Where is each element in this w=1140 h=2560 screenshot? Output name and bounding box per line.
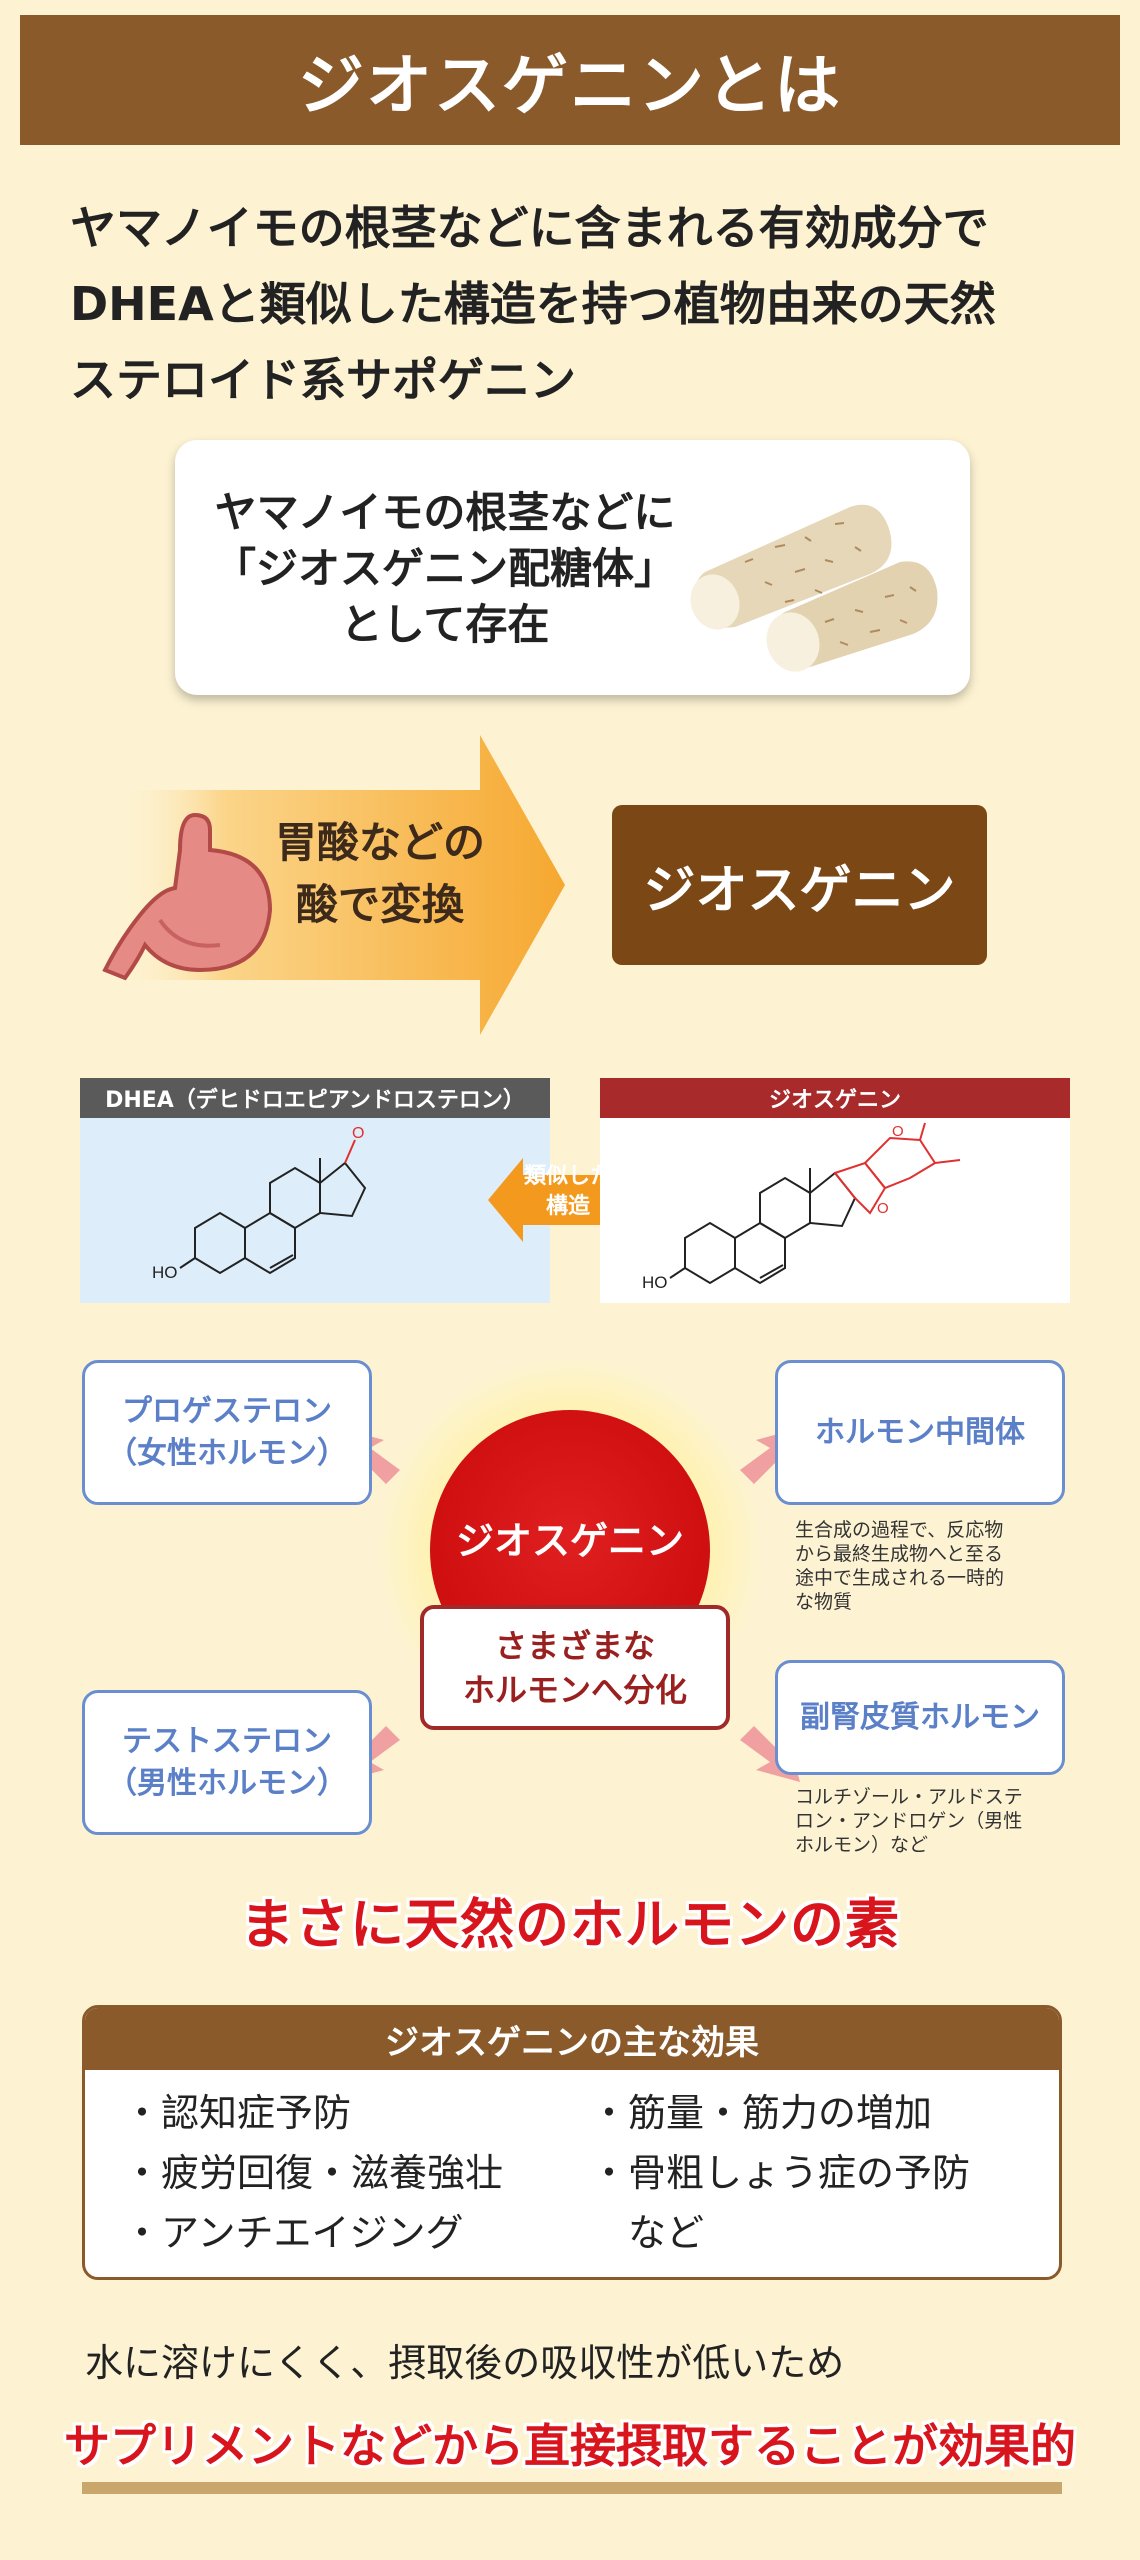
stomach-icon: [102, 812, 273, 981]
dhea-o-label: O: [352, 1125, 364, 1142]
similar-line-2: 構造: [545, 1194, 590, 1219]
adrenal-note-line: コルチゾール・アルドステ: [795, 1786, 1023, 1808]
testosterone-line-1: テストステロン: [122, 1723, 332, 1759]
adrenal-note-line: ホルモン）など: [795, 1834, 929, 1856]
page-title: ジオスゲニンとは: [298, 47, 842, 124]
yam-card-text: ヤマノイモの根茎などに 「ジオスゲニン配糖体」 として存在: [195, 485, 695, 653]
dhea-structure-body: O HO: [80, 1118, 550, 1303]
intro-text: ヤマノイモの根茎などに含まれる有効成分で DHEAと類似した構造を持つ植物由来の…: [70, 190, 1090, 418]
tagline: まさに天然のホルモンの素: [240, 1893, 900, 1956]
yam-line-3: として存在: [340, 600, 550, 649]
yam-root-image: [690, 504, 938, 672]
bottom-divider: [82, 2482, 1062, 2494]
dhea-ho-label: HO: [152, 1263, 178, 1282]
testosterone-box: テストステロン （男性ホルモン）: [82, 1690, 372, 1835]
diosgenin-title: ジオスゲニン: [600, 1078, 1070, 1118]
diosgenin-structure-body: O O HO: [600, 1118, 1070, 1303]
yam-card: ヤマノイモの根茎などに 「ジオスゲニン配糖体」 として存在: [175, 440, 970, 695]
diff-line-2: ホルモンへ分化: [462, 1670, 687, 1709]
yam-line-2: 「ジオスゲニン配糖体」: [213, 544, 676, 593]
testosterone-line-2: （男性ホルモン）: [107, 1765, 347, 1801]
progesterone-line-1: プロゲステロン: [122, 1393, 332, 1429]
effect-item: ・骨粗しょう症の予防: [590, 2151, 971, 2195]
supplement-highlight: サプリメントなどから直接摂取することが効果的: [64, 2419, 1076, 2473]
differentiation-box: さまざまな ホルモンへ分化: [420, 1605, 730, 1730]
intermediate-box: ホルモン中間体: [775, 1360, 1065, 1505]
effect-item: ・アンチエイジング: [123, 2211, 464, 2255]
conversion-line-1: 胃酸などの: [274, 818, 485, 867]
intermediate-note-line: 生合成の過程で、反応物: [795, 1519, 1004, 1541]
diosgenin-structure-panel: ジオスゲニン O: [600, 1078, 1070, 1303]
diosgenin-o-label-top: O: [892, 1123, 904, 1140]
diff-line-1: さまざまな: [494, 1626, 655, 1665]
intermediate-note-line: から最終生成物へと至る: [795, 1543, 1004, 1565]
effect-item: など: [590, 2211, 705, 2255]
effect-item: ・認知症予防: [123, 2091, 352, 2135]
effect-item: ・筋量・筋力の増加: [590, 2091, 933, 2135]
intro-line-2: DHEAと類似した構造を持つ植物由来の天然: [70, 277, 996, 331]
title-bar: ジオスゲニンとは: [20, 15, 1120, 145]
adrenal-note: コルチゾール・アルドステ ロン・アンドロゲン（男性 ホルモン）など: [795, 1785, 1023, 1857]
adrenal-note-line: ロン・アンドロゲン（男性: [795, 1810, 1023, 1832]
similar-label: 類似した 構造: [488, 1162, 648, 1222]
intermediate-note-line: 途中で生成される一時的: [795, 1567, 1005, 1589]
progesterone-box: プロゲステロン （女性ホルモン）: [82, 1360, 372, 1505]
effect-item: ・疲労回復・滋養強壮: [123, 2151, 504, 2195]
result-label: ジオスゲニン: [643, 860, 956, 921]
conversion-text: 胃酸などの 酸で変換: [255, 812, 505, 936]
intro-line-1: ヤマノイモの根茎などに含まれる有効成分で: [70, 201, 989, 255]
progesterone-line-2: （女性ホルモン）: [107, 1435, 347, 1471]
dhea-structure-panel: DHEA（デヒドロエピアンドロステロン） O HO: [80, 1078, 550, 1303]
intermediate-note: 生合成の過程で、反応物 から最終生成物へと至る 途中で生成される一時的 な物質: [795, 1518, 1004, 1614]
adrenal-box: 副腎皮質ホルモン: [775, 1660, 1065, 1775]
dhea-molecule-icon: O HO: [152, 1125, 367, 1282]
intermediate-label: ホルモン中間体: [815, 1414, 1025, 1450]
absorption-note: 水に溶けにくく、摂取後の吸収性が低いため: [85, 2341, 845, 2385]
effects-card: ジオスゲニンの主な効果 ・認知症予防 ・疲労回復・滋養強壮 ・アンチエイジング …: [82, 2005, 1062, 2280]
diosgenin-ho-label: HO: [642, 1273, 668, 1292]
yam-line-1: ヤマノイモの根茎などに: [214, 488, 676, 537]
diosgenin-molecule-icon: O O HO: [642, 1122, 961, 1292]
conversion-line-2: 酸で変換: [295, 880, 464, 929]
dhea-title: DHEA（デヒドロエピアンドロステロン）: [80, 1078, 550, 1118]
center-label: ジオスゲニン: [455, 1519, 684, 1563]
diosgenin-o-label-bottom: O: [877, 1200, 889, 1217]
effects-title: ジオスゲニンの主な効果: [85, 2008, 1059, 2070]
adrenal-label: 副腎皮質ホルモン: [800, 1699, 1040, 1735]
result-box: ジオスゲニン: [612, 805, 987, 965]
intro-line-3: ステロイド系サポゲニン: [70, 353, 576, 407]
similar-line-1: 類似した: [523, 1164, 612, 1189]
intermediate-note-line: な物質: [795, 1591, 853, 1613]
